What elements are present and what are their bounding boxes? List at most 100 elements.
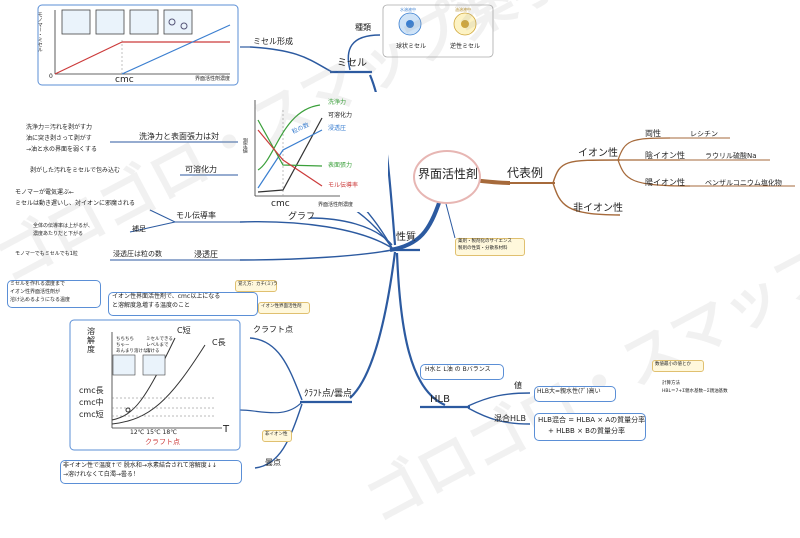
- beaker-small-2: [142, 354, 166, 376]
- prop-graph-xlabel: cmc: [271, 199, 290, 209]
- osmotic-note: 浸透圧は粒の数: [113, 250, 162, 258]
- branch-micelle-to-types: [347, 34, 381, 71]
- branch-to-ionic: [552, 159, 621, 184]
- line-supplement: [129, 221, 176, 233]
- krafft-graph-ylabel: 溶解度: [87, 327, 95, 355]
- hlb-note-box: [652, 360, 704, 372]
- cloud-definition-1: 非イオン性で温度↑で 脱水和→水素結合されて溶解度↓↓: [63, 462, 217, 469]
- curve-surface-tension: [257, 119, 323, 167]
- cloud-point-label[interactable]: 曇点: [265, 458, 281, 467]
- amphoteric-example: レシチン: [690, 130, 718, 138]
- krafft-bubble-2-1: ミセルできる: [146, 337, 173, 342]
- series-solubilizing: 可溶化力: [328, 112, 353, 119]
- mindmap-canvas: [37, 4, 795, 469]
- cloud-tag: 非イオン性: [265, 432, 288, 437]
- branch-to-osmotic: [239, 249, 393, 261]
- krafft-graph-frame: [69, 319, 241, 451]
- solubilizing-label[interactable]: 可溶化力: [185, 165, 217, 174]
- cationic-label[interactable]: 陽イオン性: [645, 178, 685, 187]
- micelle-graph-origin: 0: [49, 73, 53, 80]
- cationic-example: ベンザルコニウム塩化物: [705, 179, 782, 187]
- amphoteric-label[interactable]: 両性: [645, 129, 661, 138]
- branch-properties-to-hlb: [395, 252, 446, 407]
- krafft-t-label: T: [223, 424, 230, 435]
- root-node[interactable]: [413, 150, 481, 204]
- beaker-2: [95, 9, 125, 35]
- micelle-label[interactable]: ミセル: [337, 58, 367, 69]
- molar-cond-note-1: モノマーが電気運ぶ←: [15, 189, 75, 196]
- micelle-formation-label[interactable]: ミセル形成: [253, 37, 293, 46]
- beaker-3: [129, 9, 159, 35]
- properties-label[interactable]: 性質: [396, 232, 416, 243]
- series-molar-cond: モル伝導率: [328, 182, 359, 189]
- prop-graph-ylabel: 測定値: [241, 138, 248, 153]
- representative-label[interactable]: 代表例: [507, 166, 544, 180]
- reverse-micelle-icon: [453, 12, 477, 36]
- beaker-4: [163, 9, 193, 35]
- series-surface-tension: 表面張力: [328, 162, 353, 169]
- krafft-point-marker: [125, 407, 131, 413]
- krafft-cloud-label[interactable]: ｸﾗﾌﾄ点/曇点: [304, 389, 353, 399]
- krafft-point-label[interactable]: クラフト点: [253, 325, 293, 334]
- graph-label[interactable]: グラフ: [288, 212, 316, 222]
- branch-ionic-to-amphoteric: [617, 137, 671, 161]
- branch-to-krafft-point: [249, 337, 303, 401]
- supplement-note-2: 濃度あたりだと下がる: [33, 231, 84, 237]
- hlb-calc-2: HBL＝7+Σ親水基数−Σ親油基数: [662, 389, 728, 394]
- hlb-mix-label[interactable]: 混合HLB: [494, 414, 526, 423]
- surface-tension-note-1: 洗浄力＝汚れを剥がす力: [26, 124, 93, 131]
- hlb-balance: H水と L油 の Bバランス: [425, 366, 491, 373]
- reverse-micelle-label: 逆性ミセル: [450, 43, 481, 50]
- surface-tension-note-2: 油に突き剥さって剥がす: [26, 135, 92, 142]
- curve-molar-cond: [257, 129, 323, 187]
- branch-hlb-to-mix: [467, 407, 531, 425]
- osmotic-label[interactable]: 浸透圧: [194, 250, 218, 259]
- krafft-definition-box: [108, 292, 258, 316]
- branch-to-nonionic: [552, 182, 621, 216]
- krafft-bubble-2-3: 溶ける: [146, 349, 160, 354]
- micelle-graph-xaxis: 界面活性剤濃度: [195, 76, 231, 82]
- krafft-point-caption: クラフト点: [145, 438, 180, 446]
- micelle-graph-ylabel: モノマー・ミセル: [36, 12, 43, 52]
- surface-tension-note-3: →油と水の界面を弱くする: [26, 146, 98, 153]
- supplement-label[interactable]: 補足: [132, 225, 146, 233]
- ionic-label[interactable]: イオン性: [578, 148, 618, 159]
- curve-detergency: [257, 104, 321, 171]
- hlb-note-1: 数値最小の値とか: [655, 362, 691, 367]
- hlb-value-label[interactable]: 値: [514, 381, 522, 390]
- hlb-balance-box: [420, 364, 504, 380]
- molar-cond-label[interactable]: モル伝導率: [176, 211, 216, 220]
- branch-properties-to-krafft: [349, 251, 397, 399]
- branch-root-to-properties: [389, 199, 442, 252]
- micelle-line: [121, 24, 231, 75]
- branch-hlb-to-value: [467, 392, 531, 407]
- krafft-c-short: C短: [177, 326, 191, 335]
- nonionic-label[interactable]: 非イオン性: [573, 203, 623, 214]
- micelle-graph-xlabel: cmc: [115, 75, 134, 85]
- spherical-micelle-label: 球状ミセル: [396, 43, 427, 50]
- hlb-calc-1: 計算方法: [662, 381, 680, 386]
- krafft-definition-2: と溶解度急増する温度のこと: [112, 302, 191, 309]
- osmotic-note-2: モノマーでもミセルでも1粒: [15, 251, 78, 257]
- krafft-cmc-long: cmc長: [79, 386, 104, 395]
- beaker-1: [61, 9, 91, 35]
- micelle-types-label[interactable]: 種類: [355, 23, 371, 32]
- cloud-tag-box: [262, 430, 292, 442]
- branch-ionic-to-cationic: [617, 159, 691, 187]
- curve-solubilizing: [257, 117, 323, 193]
- branch-to-cloud-point: [254, 403, 303, 469]
- hlb-mix-box: [534, 413, 646, 441]
- branch-micelle-to-formation: [249, 46, 333, 73]
- krafft-tag-2-box: [258, 302, 310, 314]
- branch-krafft-to-graph: [239, 401, 303, 414]
- spherical-micelle-icon: [398, 12, 422, 36]
- cloud-definition-2: →溶けれなくて白濁→曇る！: [63, 471, 139, 478]
- anionic-label[interactable]: 陰イオン性: [645, 151, 685, 160]
- surface-tension-label[interactable]: 洗浄力と表面張力は対: [139, 132, 219, 141]
- properties-note-2: 製剤の性質・分散系材料: [458, 246, 508, 251]
- hlb-label[interactable]: HLB: [430, 394, 450, 405]
- anionic-example: ラウリル硫酸Na: [705, 152, 757, 160]
- properties-note-1: 薬剤・製剤化のサイエンス: [458, 239, 512, 244]
- hlb-big: HLB大=親水性(ｱﾞ)高い: [537, 388, 601, 395]
- krafft-definition-1: イオン性界面活性剤で、cmc以上になる: [112, 293, 221, 300]
